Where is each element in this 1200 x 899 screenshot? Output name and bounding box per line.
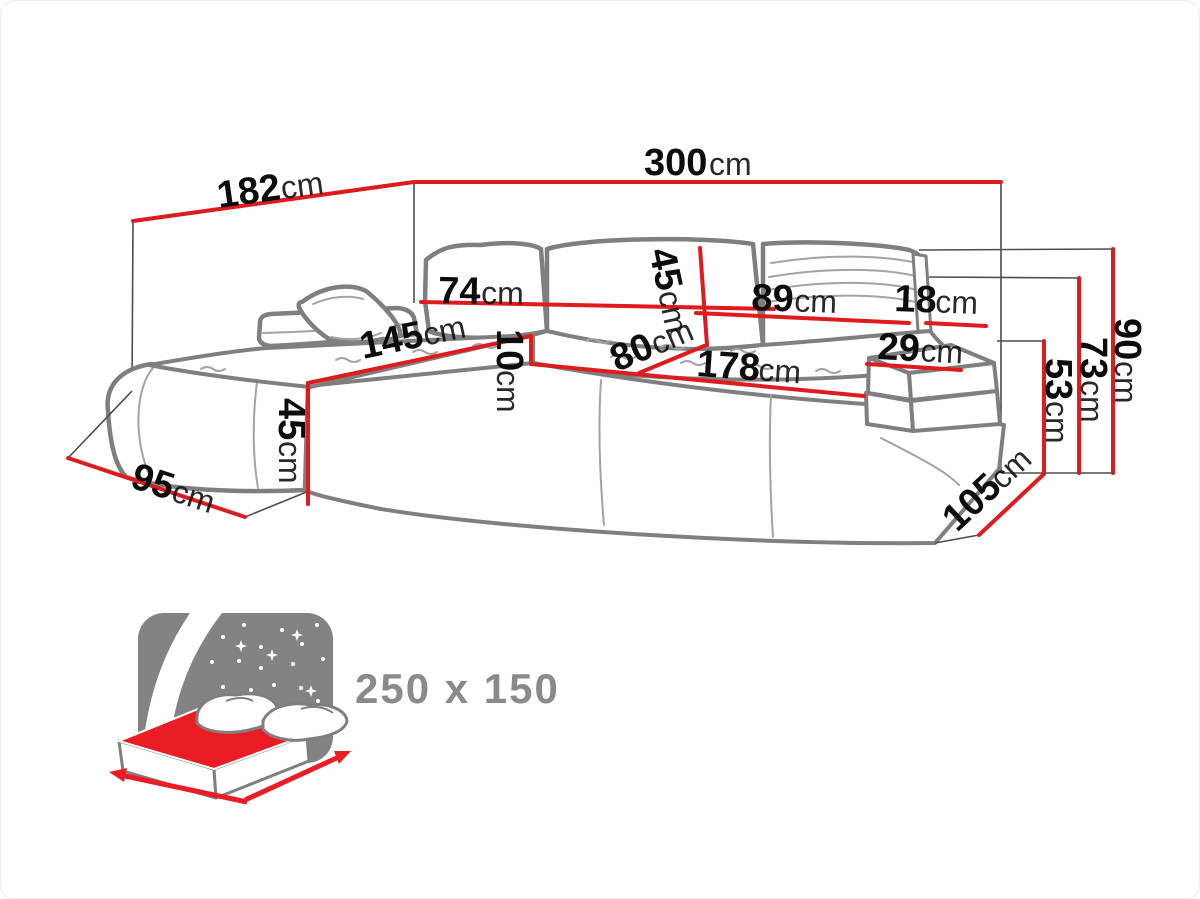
ext-chaise-left xyxy=(67,390,133,459)
dim-line-89 xyxy=(694,311,911,325)
dim-unit: cm xyxy=(1108,361,1144,404)
dim-unit: cm xyxy=(709,146,752,182)
dimension-labels: 182 cm 300 cm 74 cm 145 cm 45 cm 89 cm 1… xyxy=(126,142,1148,540)
backrest-seam xyxy=(767,281,921,292)
front-seam xyxy=(598,379,605,526)
backrest-seam xyxy=(768,268,920,278)
dim-label-18: 18 cm xyxy=(894,278,979,321)
dim-value: 73 xyxy=(1072,337,1114,379)
width-arrowhead-icon xyxy=(109,768,127,782)
pillow-fold xyxy=(225,697,334,714)
sofa-base-front xyxy=(303,361,1006,546)
dim-value: 10 xyxy=(488,329,530,371)
armrest-base-front xyxy=(864,391,915,433)
dim-value: 89 xyxy=(751,277,795,320)
ext-total-height-top xyxy=(918,248,1115,251)
dim-line-145 xyxy=(306,334,533,385)
dim-line-80 xyxy=(637,344,706,375)
sofa-drawing xyxy=(105,236,1006,546)
dim-label-74: 74 cm xyxy=(438,270,524,313)
backrest-seam xyxy=(766,294,920,304)
dim-label-300: 300 cm xyxy=(644,142,752,184)
dim-value: 74 xyxy=(438,270,481,313)
dim-unit: cm xyxy=(651,287,695,336)
dimension-lines xyxy=(66,180,1115,537)
dim-line-29 xyxy=(865,362,963,372)
dim-line-178 xyxy=(529,362,866,398)
backrest-left-cushion xyxy=(422,240,550,341)
dim-unit: cm xyxy=(935,283,979,320)
dim-line-105 xyxy=(977,472,1046,537)
dim-label-45-backrest: 45 cm xyxy=(640,244,695,336)
dim-label-45-height: 45 cm xyxy=(270,398,312,484)
dim-value: 45 xyxy=(270,398,312,440)
dim-label-178: 178 cm xyxy=(695,343,802,390)
dim-value: 182 xyxy=(214,166,283,216)
ext-backrest-height-top xyxy=(928,276,1080,279)
chaise-roll-seam xyxy=(137,367,154,473)
dim-label-90: 90 cm xyxy=(1106,318,1148,404)
dim-value: 53 xyxy=(1037,358,1079,400)
dim-label-182: 182 cm xyxy=(214,164,325,216)
dim-unit: cm xyxy=(490,370,526,413)
dim-line-95 xyxy=(66,456,247,519)
dim-label-53: 53 cm xyxy=(1037,358,1079,444)
mattress-size-arrows xyxy=(124,753,343,805)
dim-line-182 xyxy=(131,180,416,223)
dim-unit: cm xyxy=(272,441,308,484)
dim-value: 45 xyxy=(640,244,690,294)
dim-unit: cm xyxy=(1074,380,1110,423)
width-arrow-icon xyxy=(124,773,248,805)
dim-value: 178 xyxy=(695,343,761,389)
dim-unit: cm xyxy=(757,351,802,390)
armrest-base-side xyxy=(909,389,1002,433)
length-arrowhead-icon xyxy=(334,751,351,764)
dim-value: 18 xyxy=(894,278,938,321)
sleeping-size-label: 250 x 150 xyxy=(355,665,560,712)
dim-unit: cm xyxy=(278,164,325,206)
sleep-function-icon: 250 x 150 xyxy=(109,588,560,805)
dim-value: 90 xyxy=(1106,318,1148,360)
dim-unit: cm xyxy=(794,283,838,320)
dim-value: 29 xyxy=(877,326,921,370)
pillow-crease xyxy=(312,295,364,305)
ext-chaise-right xyxy=(244,490,310,518)
front-seam xyxy=(768,394,774,538)
dim-value: 300 xyxy=(644,142,707,184)
dim-line-74 xyxy=(419,300,776,311)
ext-side-depth xyxy=(934,534,980,544)
chaise-front-seam xyxy=(252,381,259,489)
dim-unit: cm xyxy=(481,275,524,312)
dim-unit: cm xyxy=(920,332,964,370)
dim-line-45-backrest xyxy=(698,246,709,347)
dim-line-18 xyxy=(924,321,988,328)
extension-lines xyxy=(67,248,1115,544)
corner-roll-seam xyxy=(880,437,960,486)
dim-label-73: 73 cm xyxy=(1072,337,1114,423)
tuft-marks xyxy=(200,338,841,374)
length-arrow-icon xyxy=(243,753,343,803)
dim-label-89: 89 cm xyxy=(751,277,838,320)
dim-unit: cm xyxy=(1039,401,1075,444)
dim-label-29: 29 cm xyxy=(877,326,965,370)
pillow-icon xyxy=(261,702,349,742)
backrest-seam xyxy=(770,255,918,264)
pillow-crease xyxy=(330,332,382,341)
dim-label-10: 10 cm xyxy=(488,329,530,413)
wall-left-vertical xyxy=(131,220,134,392)
dim-unit: cm xyxy=(420,308,469,352)
